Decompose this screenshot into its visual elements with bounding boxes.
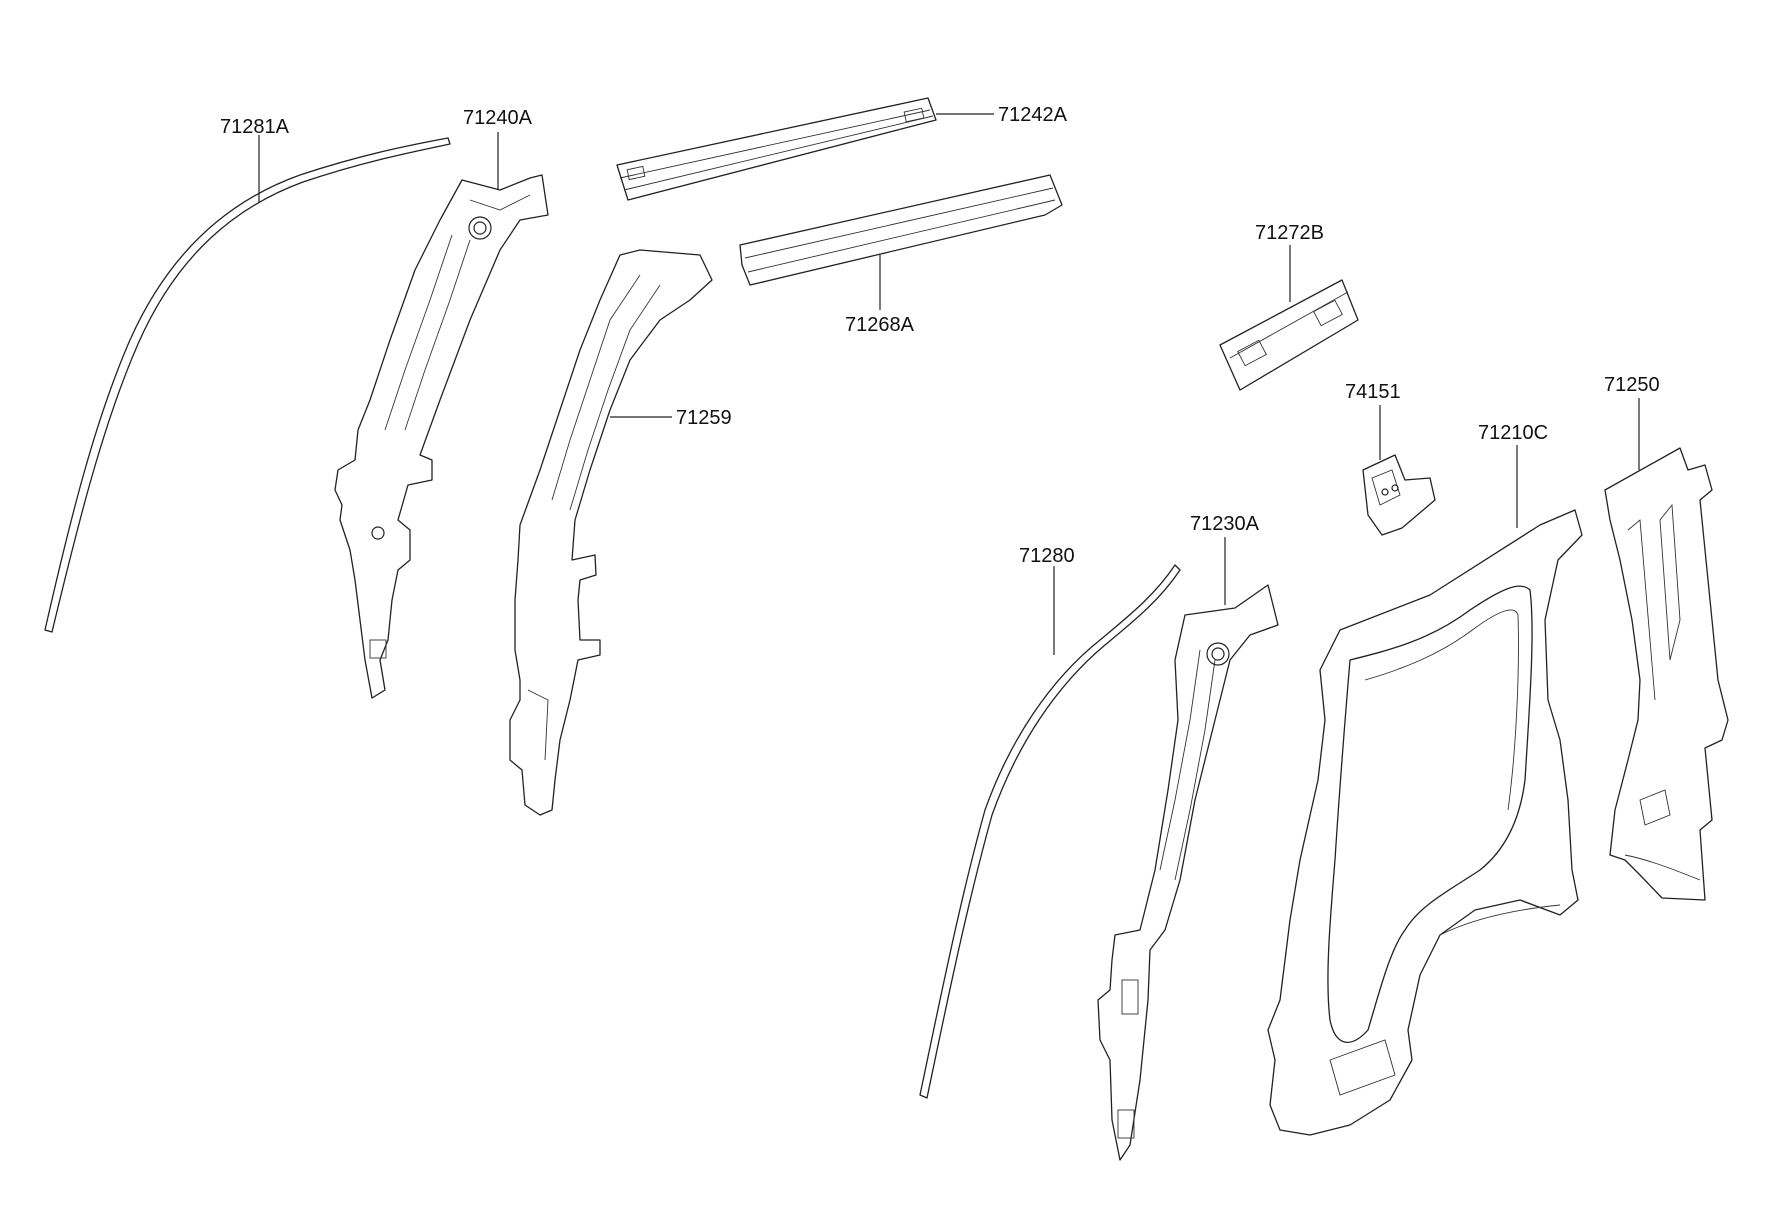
part-71268A: 71268A (739, 174, 1063, 336)
callout-71250: 71250 (1604, 374, 1660, 396)
callout-71210C: 71210C (1478, 422, 1548, 444)
callout-71281A: 71281A (220, 116, 290, 138)
part-71250: 71250 (1604, 374, 1729, 901)
callout-71268A: 71268A (845, 314, 915, 336)
callout-71242A: 71242A (998, 104, 1068, 126)
callout-71259: 71259 (676, 407, 732, 429)
part-71230A: 71230A (1097, 513, 1279, 1161)
callout-71230A: 71230A (1190, 513, 1260, 535)
callout-71240A: 71240A (463, 107, 533, 129)
part-71242A: 71242A (616, 97, 1068, 201)
callout-74151: 74151 (1345, 381, 1401, 403)
part-71259: 71259 (509, 249, 732, 816)
part-71280: 71280 (919, 545, 1181, 1099)
part-74151: 74151 (1345, 381, 1436, 536)
callout-71280: 71280 (1019, 545, 1075, 567)
part-71240A: 71240A (334, 107, 549, 699)
part-71281A: 71281A (44, 116, 451, 633)
part-71272B: 71272B (1219, 222, 1359, 391)
part-71210C: 71210C (1267, 422, 1583, 1136)
callout-71272B: 71272B (1255, 222, 1324, 244)
